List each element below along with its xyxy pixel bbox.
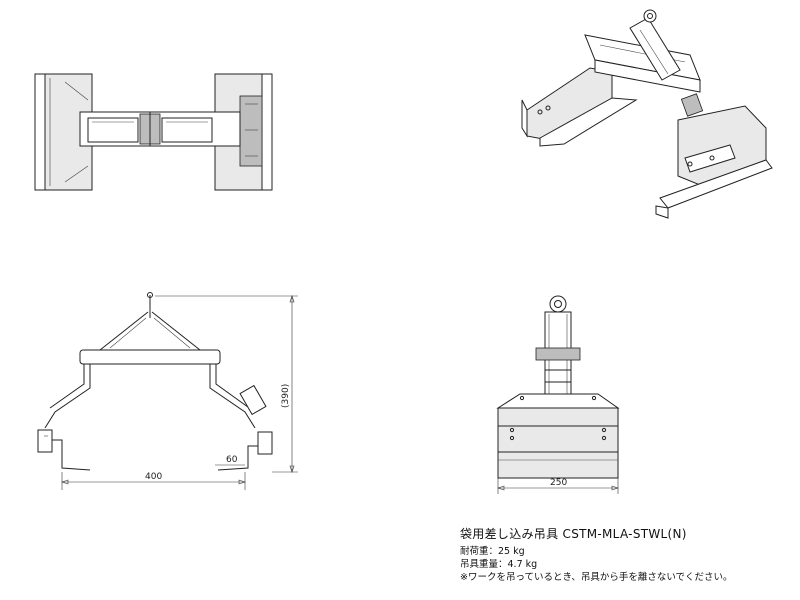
front-strap-lines bbox=[99, 311, 201, 351]
dimension-front-width: 400 bbox=[145, 472, 162, 482]
side-dimension-250: 250 bbox=[497, 478, 619, 494]
front-lifting-eye bbox=[147, 292, 153, 318]
max-load-text: 耐荷重：25 kg bbox=[460, 546, 525, 557]
top-crossbeam bbox=[79, 111, 241, 147]
side-vertical-strap bbox=[535, 311, 581, 397]
weight-text: 吊具重量：4.7 kg bbox=[460, 559, 538, 570]
dimension-side-width: 250 bbox=[550, 478, 567, 488]
product-title: 袋用差し込み吊具 CSTM-MLA-STWL(N) bbox=[460, 527, 687, 541]
front-view: 400 60 (390) bbox=[37, 292, 298, 490]
front-left-arm bbox=[37, 364, 91, 471]
side-view: 250 bbox=[496, 295, 620, 494]
side-lifting-eye bbox=[549, 295, 567, 313]
isometric-view bbox=[521, 9, 773, 219]
front-dimension-390: (390) bbox=[155, 295, 298, 473]
warning-text: ※ワークを吊っているとき、吊具から手を離さないでください。 bbox=[460, 572, 733, 583]
front-crossbeam bbox=[79, 349, 221, 365]
front-right-arm bbox=[209, 364, 273, 471]
side-fork-plate bbox=[496, 393, 620, 479]
front-dimension-60: 60 bbox=[215, 455, 245, 466]
iso-hanger-strap bbox=[629, 9, 704, 117]
iso-right-fork bbox=[655, 105, 773, 219]
front-dimension-400: 400 bbox=[61, 472, 246, 490]
top-view bbox=[34, 73, 273, 191]
right-fork-plate bbox=[214, 73, 273, 191]
dimension-front-offset: 60 bbox=[226, 455, 238, 465]
spec-block: 袋用差し込み吊具 CSTM-MLA-STWL(N) 耐荷重：25 kg 吊具重量… bbox=[460, 525, 795, 584]
iso-left-fork bbox=[521, 67, 638, 147]
dimension-front-height: (390) bbox=[281, 384, 291, 408]
